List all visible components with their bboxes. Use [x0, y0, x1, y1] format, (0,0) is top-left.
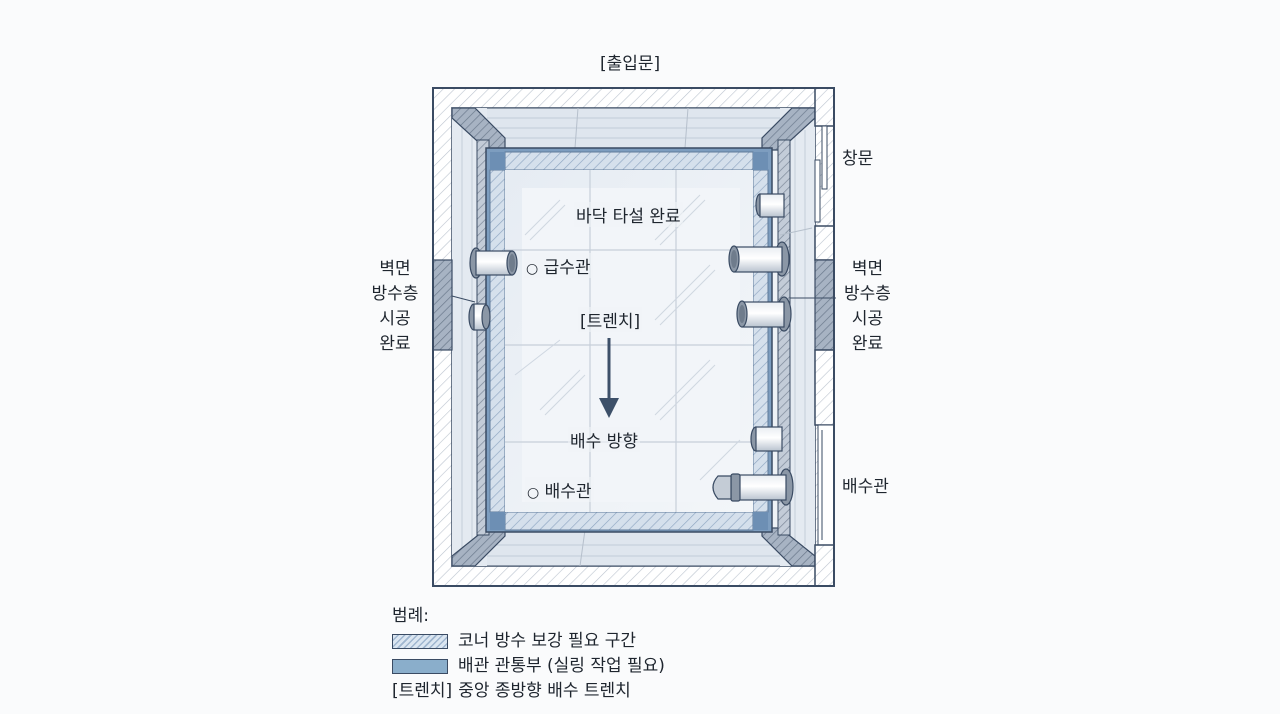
floor-status-label: 바닥 타설 완료: [574, 202, 683, 227]
wall-right-waterproof-label: 벽면 방수층 시공 완료: [840, 257, 895, 357]
wall-left-waterproof-label: 벽면 방수층 시공 완료: [370, 257, 420, 357]
drain-pipe-label: ○ 배수관: [525, 477, 594, 502]
window-label: 창문: [842, 149, 874, 169]
entrance-door-label: [출입문]: [600, 54, 661, 74]
wall-right-line-1: 벽면: [851, 259, 884, 279]
drain-direction-label: 배수 방향: [568, 427, 640, 452]
trench-label: [트렌치]: [578, 307, 643, 332]
pipe-supply-left: [469, 247, 518, 279]
legend-title: 범례:: [392, 606, 430, 626]
circle-marker-icon: ○: [526, 261, 539, 277]
wall-right-line-3: 시공: [851, 309, 884, 329]
drain-pipe-right-label: 배수관: [842, 477, 889, 497]
wall-right-line-2: 방수층: [844, 284, 891, 304]
pipe-drain-right: [712, 468, 794, 506]
legend-item-pipe-penetration: 배관 관통부 (실링 작업 필요): [392, 654, 665, 679]
wall-left-line-2: 방수층: [371, 284, 419, 304]
wall-left-line-1: 벽면: [379, 259, 411, 279]
wall-left-line-3: 시공: [379, 309, 411, 329]
solid-swatch-icon: [392, 659, 448, 674]
legend-item-trench: [트렌치] 중앙 종방향 배수 트렌치: [392, 681, 631, 701]
hatched-swatch-icon: [392, 634, 448, 649]
legend: 범례: 코너 방수 보강 필요 구간 배관 관통부 (실링 작업 필요) [트렌…: [392, 604, 665, 704]
circle-marker-icon: ○: [527, 485, 540, 501]
supply-pipe-label: ○ 급수관: [524, 253, 593, 278]
legend-item-corner: 코너 방수 보강 필요 구간: [392, 629, 665, 654]
wall-left-line-4: 완료: [379, 334, 411, 354]
wall-right-line-4: 완료: [851, 334, 884, 354]
